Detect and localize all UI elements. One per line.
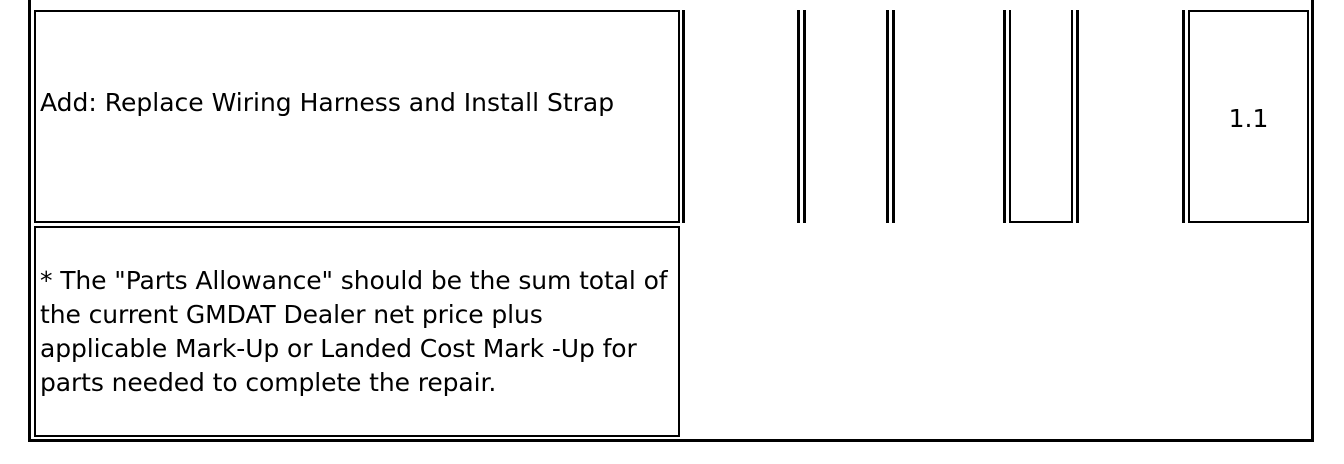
labor-time-value: 1.1: [1228, 104, 1269, 133]
column-divider: [1182, 10, 1185, 223]
empty-cell: [1009, 10, 1073, 223]
column-divider: [892, 10, 895, 223]
parts-allowance-note-cell: * The "Parts Allowance" should be the su…: [34, 226, 680, 437]
column-divider: [682, 10, 685, 223]
column-divider: [886, 10, 889, 223]
column-divider: [1076, 10, 1079, 223]
column-divider: [803, 10, 806, 223]
description-text: Add: Replace Wiring Harness and Install …: [40, 88, 615, 117]
labor-time-cell: 1.1: [1188, 10, 1309, 223]
column-divider: [1003, 10, 1006, 223]
parts-allowance-note: * The "Parts Allowance" should be the su…: [40, 266, 668, 397]
column-divider: [797, 10, 800, 223]
description-cell: Add: Replace Wiring Harness and Install …: [34, 10, 680, 223]
labor-operation-table: [28, 0, 1314, 442]
